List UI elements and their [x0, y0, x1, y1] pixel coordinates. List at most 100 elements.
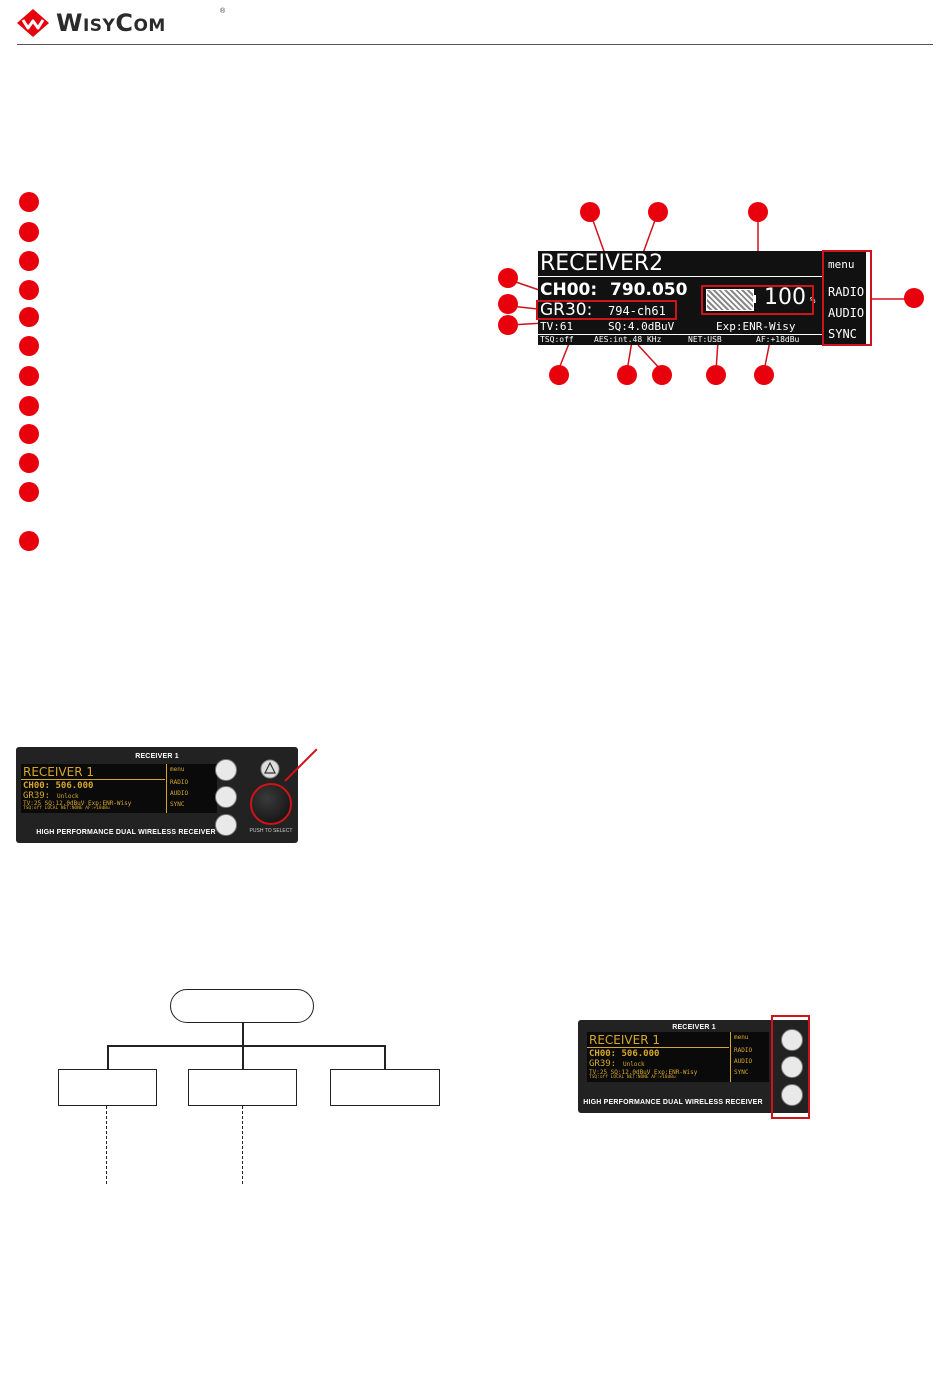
- marker-3: [19, 251, 39, 271]
- brand-name: WisyCom: [56, 9, 166, 37]
- marker-10: [19, 453, 39, 473]
- tree-root-node: [170, 989, 314, 1023]
- wisycom-logo-icon: [17, 9, 49, 37]
- knob-label: PUSH TO SELECT: [249, 828, 293, 834]
- softkey-2-button[interactable]: [215, 786, 237, 808]
- receiver-front-panel: RECEIVER 1 RECEIVER 1 CH00: 506.000 GR39…: [16, 747, 298, 843]
- tree-branch-right: [384, 1045, 386, 1070]
- display-title: RECEIVER2: [540, 251, 664, 276]
- panel-lcd-group-label: GR39:: [23, 791, 51, 801]
- panel-lcd-radio: RADIO: [170, 779, 189, 786]
- panel2-lcd-vrule: [730, 1032, 731, 1082]
- callout-sq: [652, 365, 672, 385]
- battery-tip: [753, 295, 756, 303]
- softkey-3-button[interactable]: [215, 814, 237, 836]
- callout-net: [706, 365, 726, 385]
- marker-6: [19, 336, 39, 356]
- marker-1: [19, 192, 39, 212]
- squelch-level: SQ:4.0dBuV: [608, 320, 675, 333]
- audio-level: AF:+18dBu: [756, 335, 800, 344]
- panel-lcd-title: RECEIVER 1: [23, 765, 94, 779]
- display-divider: [538, 276, 822, 277]
- group-value: 794-ch61: [608, 304, 666, 318]
- marker-5: [19, 307, 39, 327]
- panel2-lcd-menu: menu: [734, 1034, 749, 1041]
- panel-lcd-status: TV:25 SQ:12.0dBuV Exp:ENR-Wisy: [23, 800, 132, 807]
- panel-lcd-group-value: Unlock: [57, 793, 79, 800]
- callout-group: [498, 294, 518, 314]
- tv-channel: TV:61: [540, 320, 574, 333]
- panel2-lcd-audio: AUDIO: [734, 1058, 753, 1065]
- menu-item-audio: AUDIO: [828, 306, 865, 320]
- softkey-1-button[interactable]: [781, 1029, 803, 1051]
- callout-battery: [748, 202, 768, 222]
- panel2-lcd-group-value: Unlock: [623, 1061, 645, 1068]
- channel-frequency: 790.050: [610, 280, 688, 300]
- panel2-lcd-sync: SYNC: [734, 1069, 749, 1076]
- battery-percent: 100: [764, 285, 806, 310]
- menu-highlight: [822, 250, 872, 346]
- callout-status: [498, 315, 518, 335]
- softkey-3-button[interactable]: [781, 1084, 803, 1106]
- status-divider: [538, 334, 822, 335]
- group-label: GR30:: [540, 300, 593, 320]
- callout-channel: [498, 268, 518, 288]
- panel2-lcd-status: TV:25 SQ:12.0dBuV Exp:ENR-Wisy: [589, 1069, 698, 1076]
- tree-child-node-3: [330, 1069, 440, 1106]
- panel-top-label: RECEIVER 1: [135, 753, 179, 760]
- marker-8: [19, 396, 39, 416]
- softkeys-highlight: [771, 1015, 810, 1119]
- marker-11: [19, 482, 39, 502]
- panel2-lcd: RECEIVER 1 CH00: 506.000 GR39: Unlock TV…: [587, 1032, 769, 1082]
- panel-lcd-menu: menu: [170, 766, 185, 773]
- panel-lcd: RECEIVER 1 CH00: 506.000 GR39: Unlock TV…: [21, 764, 217, 813]
- callout-tsq: [549, 365, 569, 385]
- marker-4: [19, 280, 39, 300]
- marker-2: [19, 222, 39, 242]
- panel2-lcd-channel: CH00: 506.000: [589, 1049, 660, 1059]
- panel2-lcd-rule: [587, 1047, 729, 1048]
- panel-lcd-vrule: [166, 764, 167, 813]
- tree-branch-line: [107, 1045, 385, 1047]
- tone-squelch: TSQ:off: [540, 335, 574, 344]
- tree-child-node-2: [188, 1069, 297, 1106]
- softkey-2-button[interactable]: [781, 1056, 803, 1078]
- tree-root-stem: [242, 1023, 244, 1046]
- marker-7: [19, 366, 39, 386]
- callout-channel-top: [580, 202, 600, 222]
- panel-lcd-audio: AUDIO: [170, 790, 189, 797]
- panel2-top-label: RECEIVER 1: [672, 1024, 716, 1031]
- tree-dashed-continuation-2: [242, 1106, 243, 1184]
- panel2-lcd-sub: TSQ:off LOCAL NET:NONE AF:+18dBu: [589, 1075, 676, 1080]
- tree-branch-middle: [242, 1045, 244, 1070]
- menu-item-menu: menu: [828, 258, 855, 271]
- callout-frequency-top: [648, 202, 668, 222]
- tree-child-node-1: [58, 1069, 157, 1106]
- panel-lcd-channel: CH00: 506.000: [23, 781, 94, 791]
- panel-lcd-rule: [21, 779, 165, 780]
- panel-lcd-sync: SYNC: [170, 801, 185, 808]
- menu-item-radio: RADIO: [828, 285, 865, 299]
- aes-clock: AES:int.48 KHz: [594, 335, 662, 344]
- marker-9: [19, 424, 39, 444]
- panel2-lcd-group-label: GR39:: [589, 1059, 617, 1069]
- tree-branch-left: [107, 1045, 109, 1070]
- battery-highlight: [701, 285, 814, 315]
- select-knob[interactable]: [250, 783, 292, 825]
- panel2-lcd-radio: RADIO: [734, 1047, 753, 1054]
- callout-af: [754, 365, 774, 385]
- network-mode: NET:USB: [688, 335, 722, 344]
- header-divider: [17, 44, 933, 45]
- softkey-1-button[interactable]: [215, 759, 237, 781]
- channel-label: CH00:: [540, 280, 598, 300]
- tree-dashed-continuation-1: [106, 1106, 107, 1184]
- callout-aes: [617, 365, 637, 385]
- menu-item-sync: SYNC: [828, 327, 857, 341]
- brand-logo: WisyCom ®: [16, 6, 226, 38]
- panel-lcd-sub: TSQ:off LOCAL NET:NONE AF:+18dBu: [23, 806, 110, 811]
- panel-bottom-label: HIGH PERFORMANCE DUAL WIRELESS RECEIVER: [36, 829, 216, 836]
- group-highlight: [536, 300, 677, 320]
- expander-mode: Exp:ENR-Wisy: [716, 320, 796, 333]
- marker-12: [19, 531, 39, 551]
- panel2-lcd-title: RECEIVER 1: [589, 1033, 660, 1047]
